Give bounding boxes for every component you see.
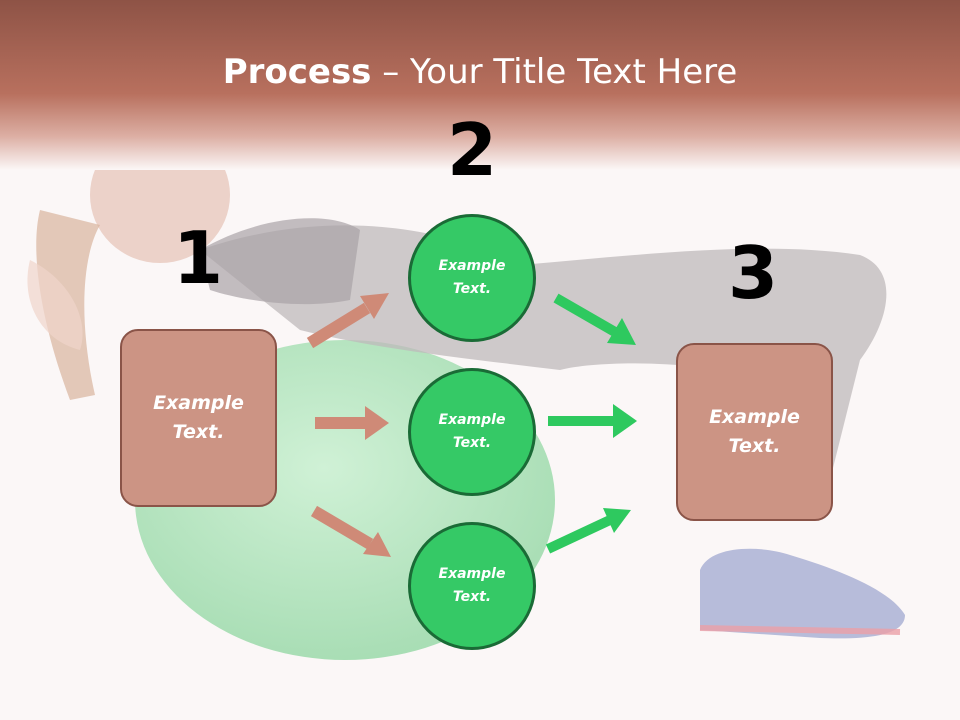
right-text-box[interactable]: Example Text.	[676, 343, 833, 521]
step-number-2: 2	[446, 108, 498, 192]
shoe-shape	[700, 548, 905, 639]
circle-top[interactable]: Example Text.	[408, 214, 536, 342]
circle-bottom-text: Example Text.	[438, 566, 506, 605]
circle-middle-text: Example Text.	[438, 412, 506, 451]
circle-top-text: Example Text.	[438, 258, 506, 297]
left-box-text: Example Text.	[153, 392, 244, 443]
step-number-3: 3	[727, 231, 779, 315]
title-bold: Process	[222, 52, 372, 92]
arrow-down-left	[310, 505, 391, 557]
circle-middle[interactable]: Example Text.	[408, 368, 536, 496]
left-text-box[interactable]: Example Text.	[120, 329, 277, 507]
arrow-mid-right	[548, 404, 637, 438]
step-number-1: 1	[172, 216, 224, 300]
arrow-mid-left	[315, 406, 389, 440]
slide-title: Process – Your Title Text Here	[0, 52, 960, 92]
right-box-text: Example Text.	[709, 406, 800, 457]
arrow-up-right	[553, 293, 636, 345]
arrow-up-left	[306, 293, 389, 349]
circle-bottom[interactable]: Example Text.	[408, 522, 536, 650]
header-band	[0, 0, 960, 170]
title-rest: – Your Title Text Here	[371, 52, 738, 92]
arrow-down-right	[545, 508, 631, 554]
